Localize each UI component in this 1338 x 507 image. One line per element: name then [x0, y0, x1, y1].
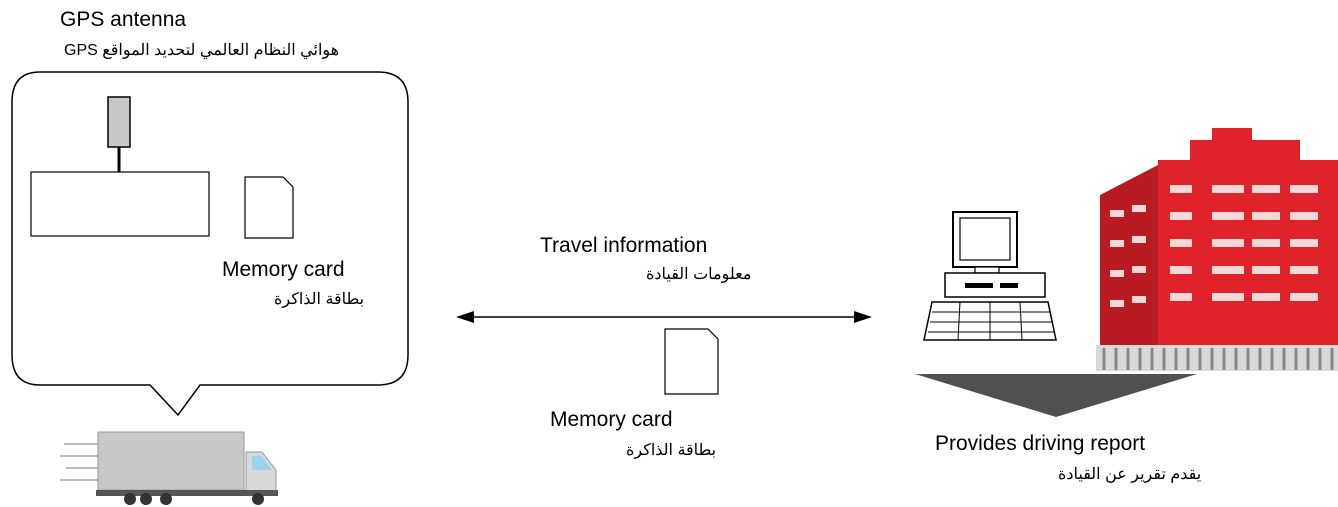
memory-card-transfer-label: Memory card — [550, 408, 673, 431]
computer-icon — [923, 211, 1057, 341]
device-callout-bubble — [11, 71, 409, 417]
office-building-icon — [1096, 128, 1338, 371]
memory-card-transfer-label-ar: بطاقة الذاكرة — [626, 442, 717, 459]
travel-info-label: Travel information — [540, 234, 708, 257]
report-output-arrow — [915, 374, 1197, 417]
driving-report-label: Provides driving report — [935, 432, 1146, 455]
gps-antenna-label: GPS antenna — [60, 8, 187, 31]
memory-card-transfer-icon — [664, 328, 719, 395]
gps-antenna-icon — [107, 96, 131, 172]
driving-report-label-ar: يقدم تقرير عن القيادة — [1058, 466, 1202, 483]
truck-icon — [60, 431, 278, 505]
travel-info-label-ar: معلومات القيادة — [646, 266, 752, 283]
memory-card-label-ar: بطاقة الذاكرة — [274, 291, 365, 308]
onboard-unit-box — [30, 171, 210, 237]
memory-card-icon — [244, 176, 294, 239]
gps-antenna-label-ar: هوائي النظام العالمي لتحديد المواقع GPS — [64, 42, 340, 59]
memory-card-label: Memory card — [222, 258, 345, 281]
travel-info-arrow — [456, 311, 872, 323]
